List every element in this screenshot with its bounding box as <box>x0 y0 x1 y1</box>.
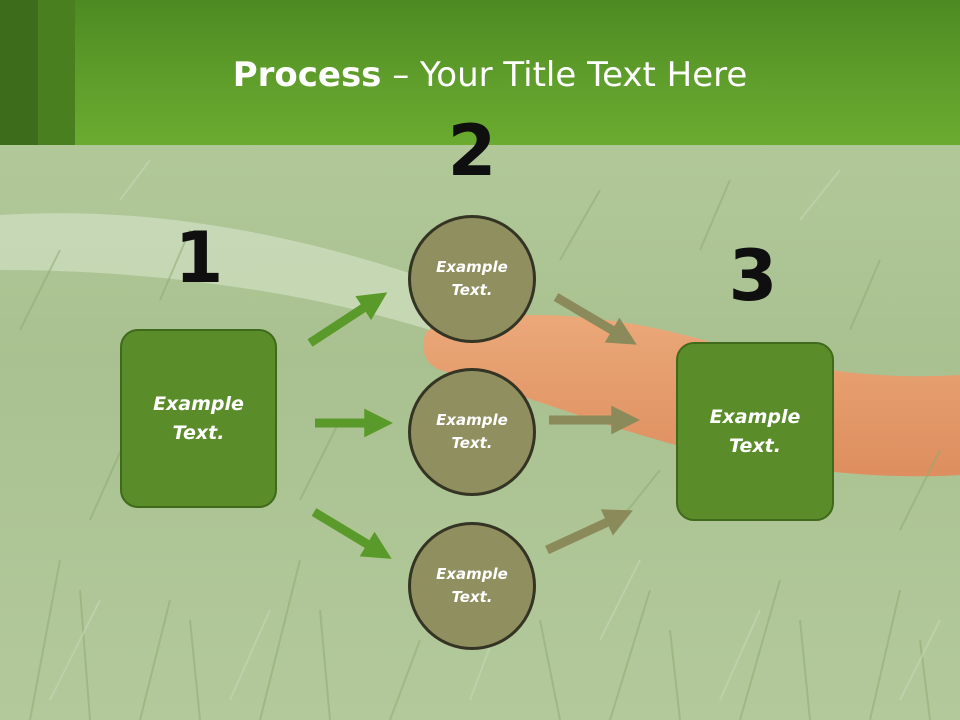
circle-text: Example Text. <box>436 565 508 606</box>
process-circle-1: Example Text. <box>408 215 536 343</box>
title-bar-accent-block <box>38 0 75 145</box>
circle-text: Example Text. <box>436 411 508 452</box>
process-step-box-left: Example Text. <box>120 329 277 508</box>
title-rest-text: – Your Title Text Here <box>381 55 748 95</box>
right-arrow-icon <box>553 293 637 345</box>
circle-text: Example Text. <box>436 258 508 299</box>
process-circle-2: Example Text. <box>408 368 536 496</box>
step-number-2: 2 <box>447 110 497 192</box>
title-bar <box>0 0 960 145</box>
right-arrow-icon <box>545 509 633 555</box>
title-bar-accent-block <box>0 0 38 145</box>
right-arrow-icon <box>307 292 388 347</box>
step-number-3: 3 <box>728 235 778 317</box>
right-arrow-icon <box>311 508 392 559</box>
process-step-box-right: Example Text. <box>676 342 834 521</box>
box-text: Example Text. <box>709 405 801 457</box>
step-number-1: 1 <box>174 217 224 299</box>
process-circle-3: Example Text. <box>408 522 536 650</box>
box-text: Example Text. <box>153 392 244 444</box>
title-bold-text: Process <box>232 55 382 95</box>
slide-title: Process – Your Title Text Here <box>0 52 960 98</box>
